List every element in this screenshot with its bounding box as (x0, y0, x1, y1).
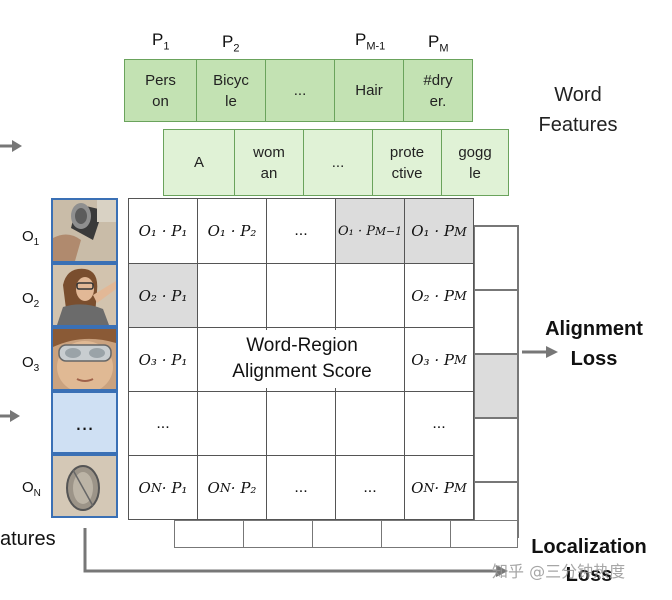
matrix-cell-r5-c4: ... (335, 455, 405, 520)
region-image-face-goggles (51, 327, 118, 391)
region-image-ellipsis: ... (51, 391, 118, 454)
matrix-cell-r2-c1: O₂ · P₁ (128, 263, 198, 328)
word-box-protective: prote ctive (372, 129, 442, 196)
matrix-cell-r2-c4 (335, 263, 405, 328)
region-ellipsis-text: ... (75, 409, 94, 435)
region-image-woman (51, 263, 118, 327)
alignment-arrow (522, 346, 558, 358)
matrix-cell-r3-c1: O₃ · P₁ (128, 327, 198, 392)
watermark: 知乎 @三分钟热度 (492, 562, 626, 581)
offset-box-right-4 (474, 418, 518, 482)
word-box-a: A (163, 129, 235, 196)
phrase-box-hair: Hair (334, 59, 404, 122)
object-label-o3: O3 (22, 354, 40, 374)
word-box-woman: wom an (234, 129, 304, 196)
phrase-label-p2: P2 (222, 32, 240, 55)
left-arrow-bottom (0, 410, 20, 422)
offset-box-right-2 (474, 290, 518, 354)
region-image-hair-dryer (51, 198, 118, 263)
matrix-cell-r2-c3 (266, 263, 336, 328)
region-features-label: atures (0, 528, 56, 550)
object-label-o2: O2 (22, 290, 40, 310)
matrix-cell-r4-c4 (335, 391, 405, 456)
matrix-cell-r4-c1: ... (128, 391, 198, 456)
offset-box-bottom-5 (450, 520, 518, 548)
offset-box-bottom-1 (174, 520, 244, 548)
offset-box-right-1 (474, 226, 518, 290)
localization-arrow-head (496, 565, 508, 577)
alignment-score-label: Word-Region Alignment Score (200, 330, 404, 388)
object-label-o1: O1 (22, 228, 40, 248)
matrix-cell-r4-c2 (197, 391, 267, 456)
matrix-cell-r1-c2: O₁ · P₂ (197, 198, 267, 264)
region-image-bottom (51, 454, 118, 518)
localization-arrow-line (83, 528, 498, 573)
offset-box-right-3 (474, 354, 518, 418)
matrix-cell-r4-c3 (266, 391, 336, 456)
left-arrows (0, 140, 22, 422)
matrix-cell-r2-c2 (197, 263, 267, 328)
phrase-label-p1: P1 (152, 30, 170, 53)
phrase-label-pm-1: PM-1 (355, 30, 386, 53)
matrix-cell-r5-c3: ... (266, 455, 336, 520)
phrase-box-person: Pers on (124, 59, 197, 122)
alignment-loss-label: Alignment Loss (545, 318, 643, 370)
left-arrow-top (0, 140, 22, 152)
matrix-cell-r1-c3: ... (266, 198, 336, 264)
localization-loss-label: Localization Loss (531, 536, 647, 586)
matrix-cell-r4-c5: ... (404, 391, 474, 456)
object-label-on: ON (22, 479, 41, 499)
offset-box-bottom-4 (381, 520, 451, 548)
matrix-cell-r1-c1: O₁ · P₁ (128, 198, 198, 264)
phrase-label-pm: PM (428, 32, 449, 55)
word-features-label: Word Features (538, 84, 618, 136)
offset-box-bottom-3 (312, 520, 382, 548)
phrase-box-dryer: #dry er. (403, 59, 473, 122)
offset-box-bottom-2 (243, 520, 313, 548)
word-box-goggle: gogg le (441, 129, 509, 196)
phrase-box-bicycle: Bicyc le (196, 59, 266, 122)
